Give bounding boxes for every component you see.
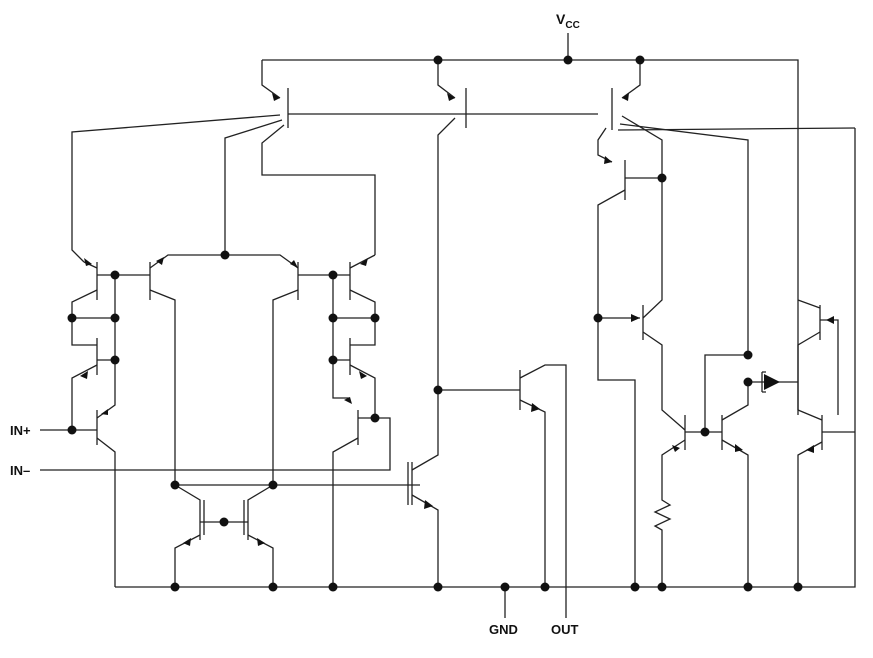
bias-right-column — [797, 299, 855, 587]
bias-mirror-lower — [653, 354, 749, 587]
vcc-rail — [262, 33, 799, 415]
gnd-label: GND — [489, 622, 518, 637]
gain-stage — [407, 390, 439, 587]
junction-dots — [67, 55, 803, 592]
gnd-rail — [115, 128, 856, 618]
top-mirror-right — [597, 60, 856, 355]
input-ladder-left — [71, 318, 116, 587]
top-mirror-center — [437, 60, 467, 390]
bias-upper — [597, 156, 686, 587]
input-ladder-right — [40, 318, 391, 587]
out-label: OUT — [551, 622, 579, 637]
in-plus-label: IN+ — [10, 423, 31, 438]
top-mirror-left — [71, 60, 598, 263]
diode — [748, 371, 798, 393]
in-minus-label: IN– — [10, 463, 30, 478]
input-pair-left — [71, 254, 376, 485]
output-stage — [438, 364, 567, 618]
lower-mirror — [174, 484, 420, 587]
vcc-label: VCC — [556, 11, 580, 31]
